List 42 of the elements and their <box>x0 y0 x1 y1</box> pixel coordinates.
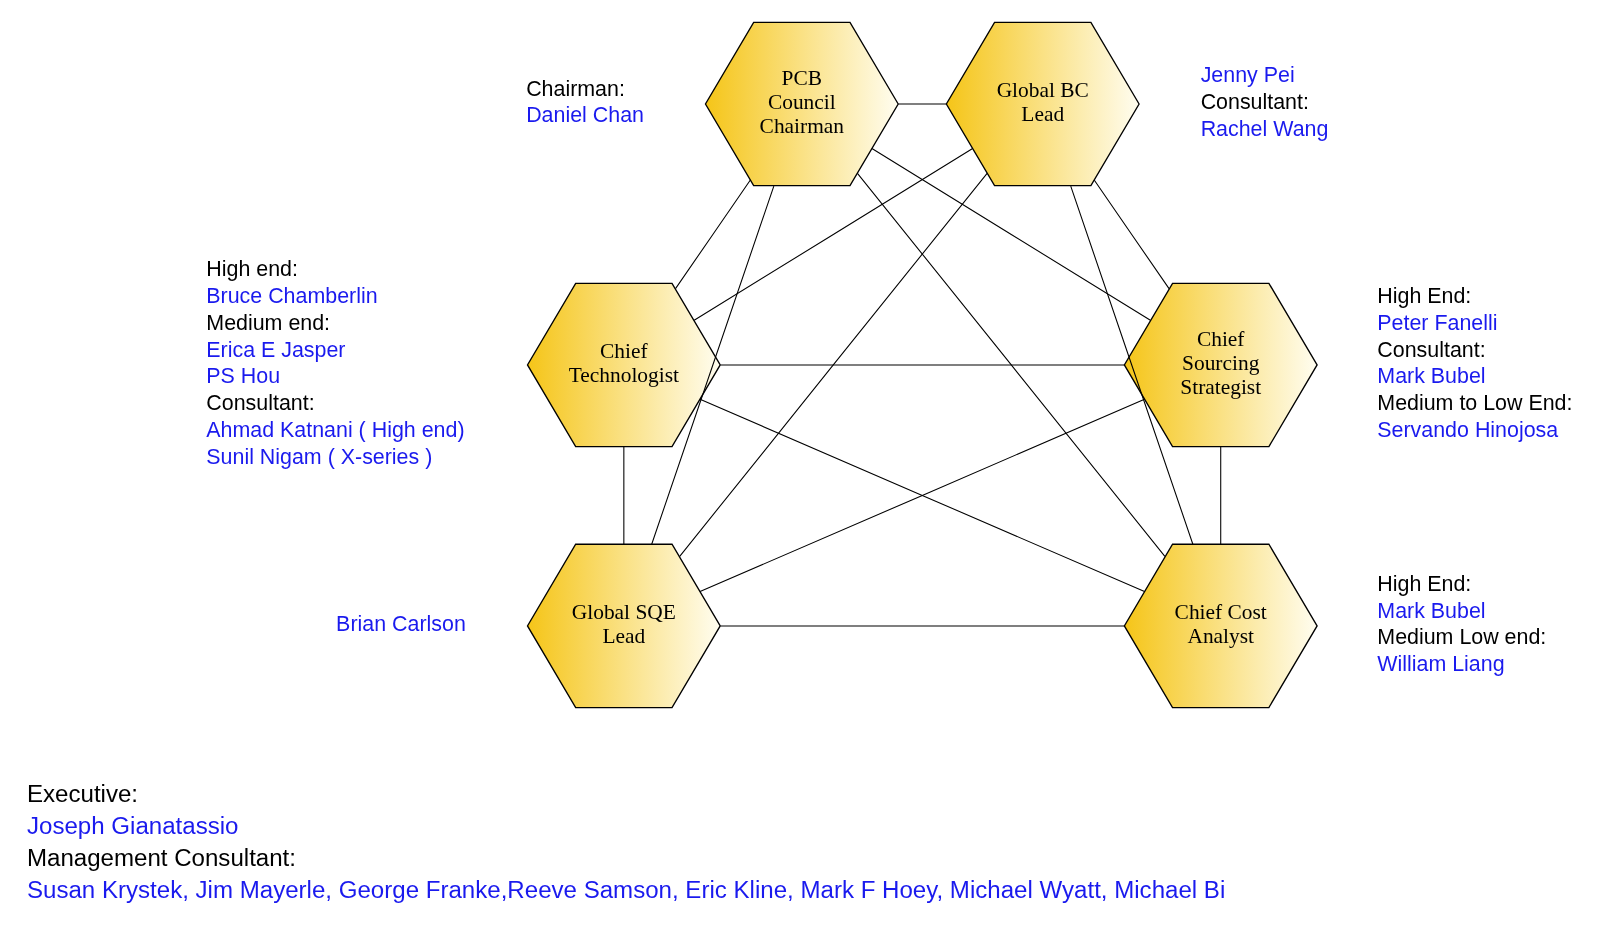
node-label: Bruce Chamberlin <box>206 284 378 309</box>
label: Management Consultant: <box>26 844 297 871</box>
node-label: Consultant: <box>206 391 315 416</box>
node-label: Ahmad Katnani ( High end) <box>206 417 465 442</box>
connector <box>720 625 1125 627</box>
node-label: Daniel Chan <box>526 103 644 128</box>
node-label: William Liang <box>1377 652 1505 677</box>
connector <box>623 446 625 545</box>
connector <box>1093 179 1170 290</box>
node-label: Servando Hinojosa <box>1377 417 1559 442</box>
node-label: Peter Fanelli <box>1377 310 1498 335</box>
node-label: Consultant: <box>1377 337 1486 362</box>
connector <box>871 148 1151 321</box>
connector <box>897 103 947 105</box>
connector <box>651 185 775 545</box>
connector <box>679 172 988 557</box>
connector <box>720 364 1125 366</box>
label: Executive: <box>26 779 139 807</box>
node-label: Consultant: <box>1200 90 1309 115</box>
node-label: Chairman: <box>526 76 625 101</box>
node-label: PS Hou <box>206 364 281 389</box>
connector <box>699 398 1146 593</box>
label: Susan Krystek, Jim Mayerle, George Franke,Reeve Samson, Eric Kline, Mark F Hoey, Michael Wyatt, Michael Bi <box>26 876 1226 904</box>
node-label: Erica E Jasper <box>206 337 346 362</box>
node-label: Mark Bubel <box>1377 598 1486 623</box>
connector <box>1220 446 1222 545</box>
node-label: Medium end: <box>206 310 331 335</box>
node-label: High End: <box>1377 571 1472 596</box>
connector <box>856 172 1166 557</box>
connector <box>1070 185 1194 545</box>
label: Joseph Gianatassio <box>26 811 239 839</box>
node-label: Brian Carlson <box>336 612 466 636</box>
node-label: Rachel Wang <box>1200 116 1329 141</box>
node-label: Jenny Pei <box>1200 63 1295 88</box>
node-label: Medium to Low End: <box>1377 391 1573 416</box>
node-label: High end: <box>206 257 298 282</box>
connector <box>675 179 751 290</box>
node-label: Sunil Nigam ( X-series ) <box>206 444 433 469</box>
node-label: High End: <box>1377 284 1472 309</box>
node-label: Medium Low end: <box>1377 625 1547 650</box>
node-label: Mark Bubel <box>1377 364 1486 389</box>
connector <box>693 148 974 321</box>
